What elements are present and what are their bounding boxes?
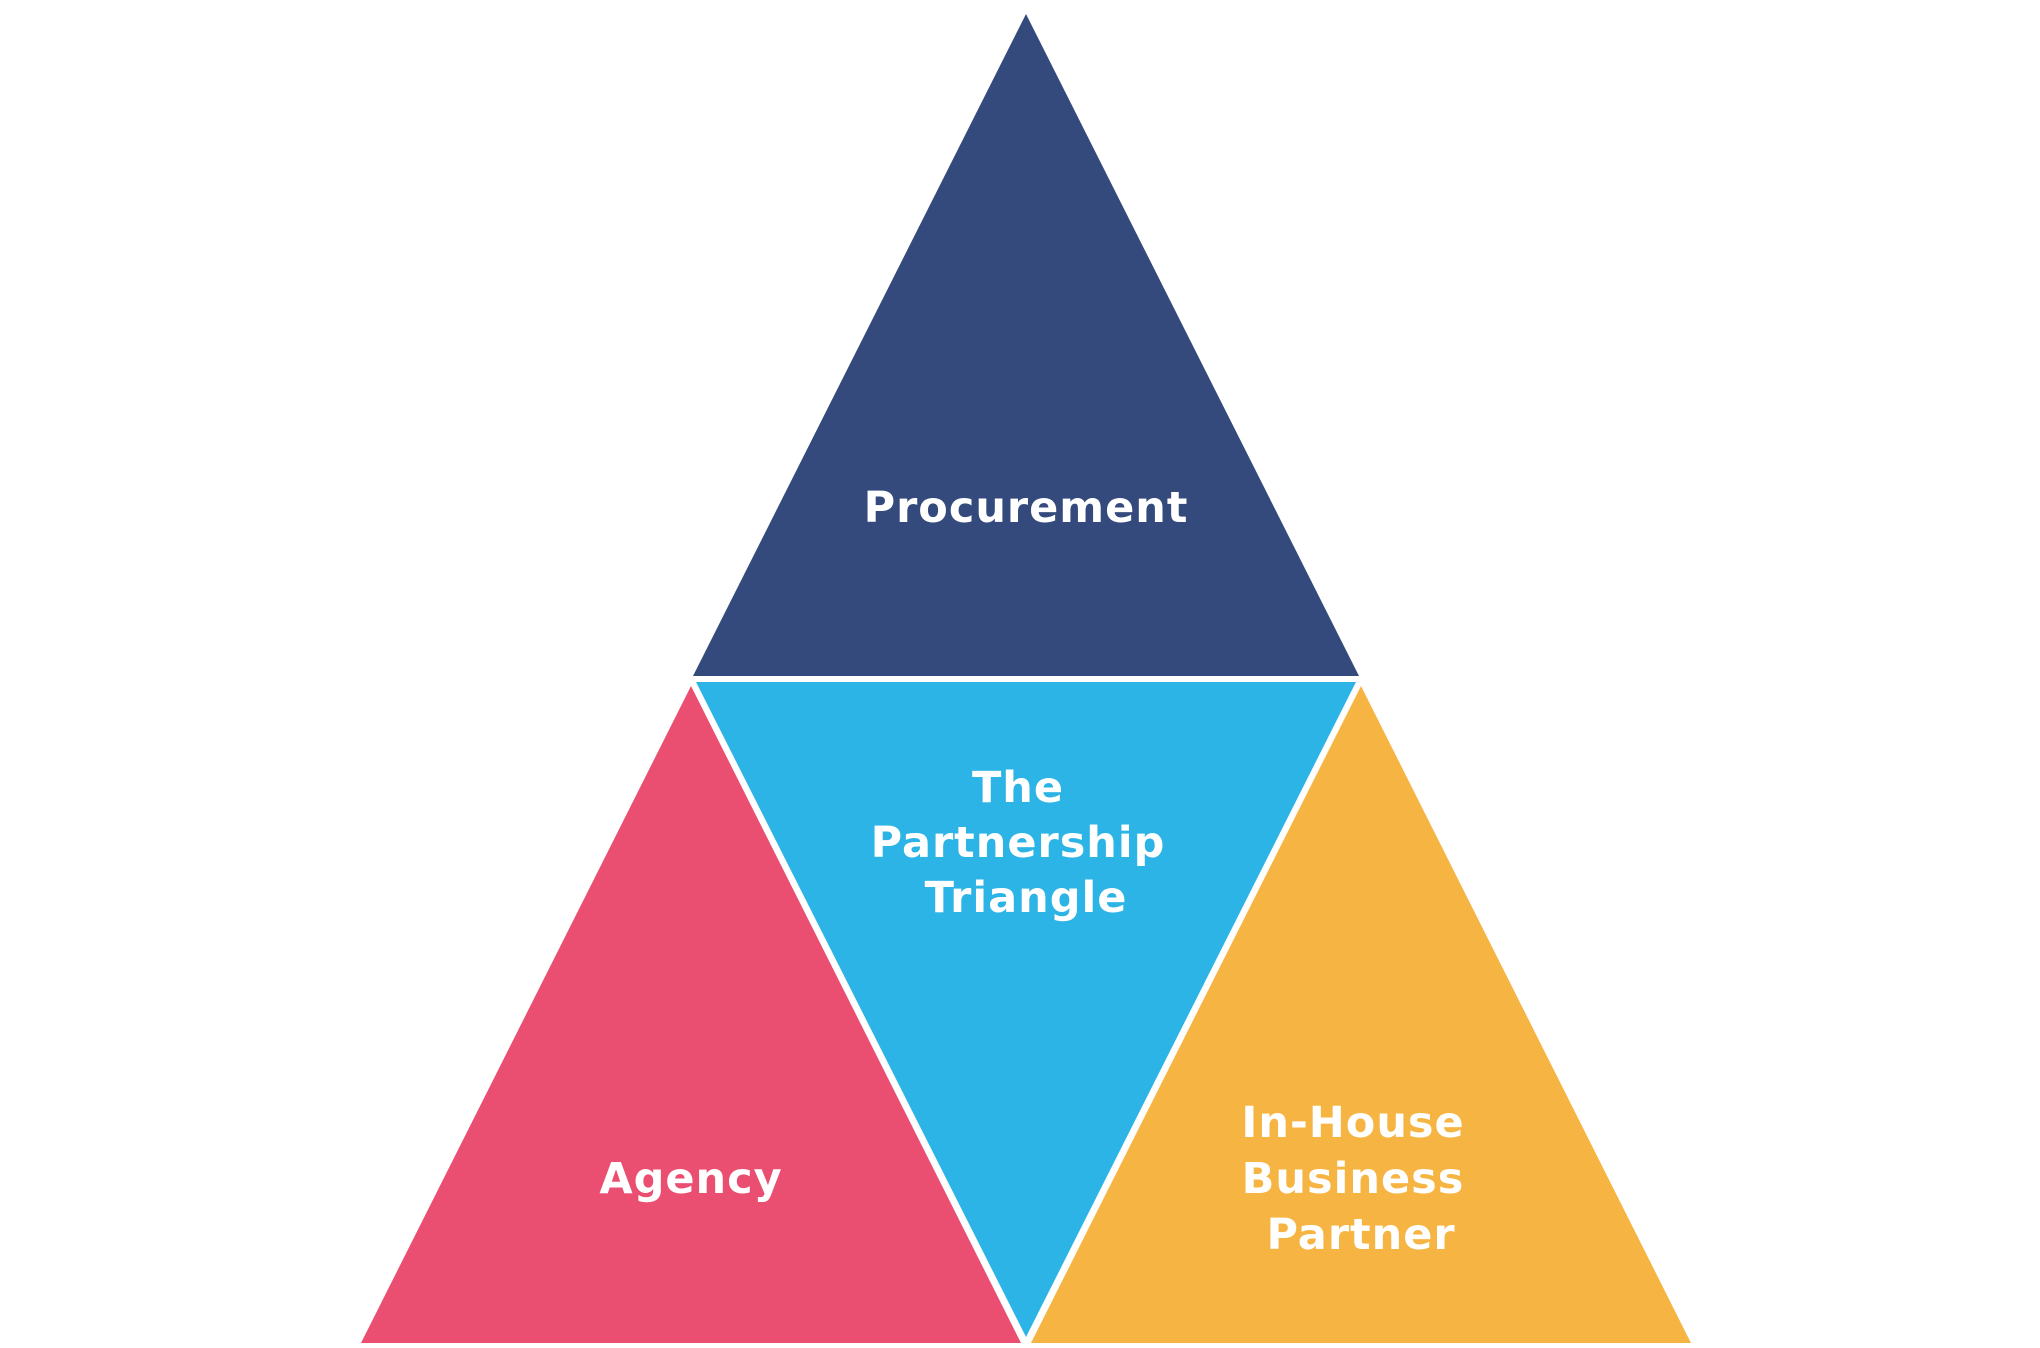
partnership-center-triangle xyxy=(696,682,1356,1337)
agency-label-line: Agency xyxy=(599,1154,782,1204)
partnership-label-line-1: The xyxy=(972,763,1064,813)
partnership-label-line-2: Partnership xyxy=(871,818,1166,868)
in-house-label: In-House Business Partner xyxy=(1241,1098,1480,1260)
in-house-label-line-3: Partner xyxy=(1266,1210,1455,1260)
in-house-business-partner-triangle xyxy=(1031,686,1691,1343)
procurement-label: Procurement xyxy=(864,483,1189,533)
in-house-label-line-2: Business xyxy=(1242,1154,1465,1204)
agency-label: Agency xyxy=(599,1154,782,1204)
in-house-label-line-1: In-House xyxy=(1241,1098,1464,1148)
procurement-label-line: Procurement xyxy=(864,483,1189,533)
partnership-label: The Partnership Triangle xyxy=(871,763,1182,923)
partnership-label-line-3: Triangle xyxy=(925,873,1128,923)
agency-triangle xyxy=(361,686,1021,1343)
procurement-triangle xyxy=(693,14,1359,676)
